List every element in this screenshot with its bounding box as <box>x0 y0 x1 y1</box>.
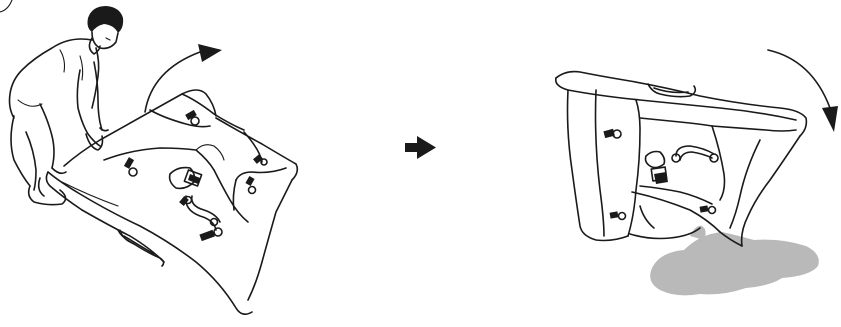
panel-step-1 <box>0 0 297 314</box>
valve-icon <box>245 176 255 193</box>
step-number-circle <box>0 0 12 12</box>
valve-icon <box>185 110 199 125</box>
valve-icon <box>603 129 621 138</box>
valve-icon <box>700 205 716 213</box>
valve-icon <box>610 211 626 219</box>
panel-step-2 <box>556 50 838 295</box>
rotate-arrow-icon <box>768 50 838 132</box>
valve-icon <box>124 157 137 176</box>
bag-lifted <box>46 90 297 314</box>
person-figure <box>10 6 124 205</box>
valve-icon <box>199 228 222 241</box>
next-step-arrow-icon <box>405 136 436 159</box>
valve-icon <box>253 154 267 165</box>
bag-upended <box>556 72 807 246</box>
